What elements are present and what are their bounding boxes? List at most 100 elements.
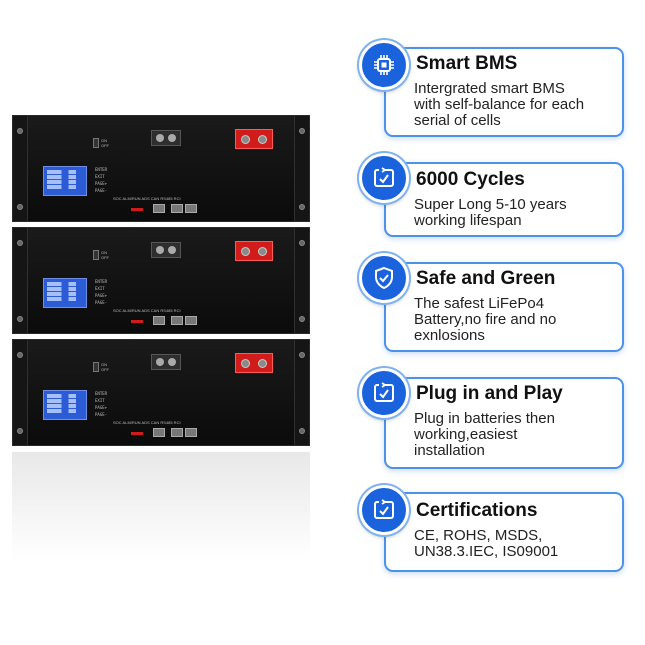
rs485-port-2: [185, 316, 197, 325]
dip-switch: [131, 320, 143, 323]
description-line: serial of cells: [414, 112, 501, 129]
feature-description: CE, ROHS, MSDS, UN38.3.IEC, IS09001: [414, 528, 624, 560]
port-labels: SOC ALM/RUN ADS CAN RS485 RCI: [113, 420, 181, 425]
switch-labels: ON OFF: [101, 250, 109, 260]
feature-card-safe-green: [384, 262, 624, 352]
feature-description: The safest LiFePo4 Battery,no fire and n…: [414, 296, 624, 344]
screw: [17, 204, 23, 210]
description-line: working lifespan: [414, 212, 522, 229]
rs485-port-1: [171, 428, 183, 437]
battery-module: ON OFF ENTER EXIT PAGE+ PAGE- SOC ALM/RU…: [12, 339, 310, 446]
lcd-menu: ENTER EXIT PAGE+ PAGE-: [95, 390, 135, 418]
description-line: Battery,no fire and no: [414, 311, 557, 328]
chip-icon: [359, 40, 409, 90]
rs485-port-1: [171, 204, 183, 213]
switch-labels: ON OFF: [101, 138, 109, 148]
menu-exit: EXIT: [95, 174, 105, 179]
switch-on-label: ON: [101, 250, 107, 255]
description-line: The safest LiFePo4: [414, 295, 545, 312]
battery-module: ON OFF ENTER EXIT PAGE+ PAGE- SOC ALM/RU…: [12, 227, 310, 334]
negative-terminal: [151, 130, 181, 146]
switch-on-label: ON: [101, 138, 107, 143]
comm-ports: [145, 428, 205, 438]
switch-labels: ON OFF: [101, 362, 109, 372]
cycle-icon: [359, 368, 409, 418]
can-port: [153, 316, 165, 325]
power-switch: [93, 250, 99, 260]
dip-switch: [131, 432, 143, 435]
screw: [299, 428, 305, 434]
switch-on-label: ON: [101, 362, 107, 367]
rs485-port-2: [185, 428, 197, 437]
positive-terminal: [235, 241, 273, 261]
menu-page-up: PAGE+: [95, 181, 108, 186]
dip-switch: [131, 208, 143, 211]
description-line: Super Long 5-10 years: [414, 196, 567, 213]
screw: [299, 128, 305, 134]
feature-title: 6000 Cycles: [416, 169, 525, 190]
can-port: [153, 428, 165, 437]
lcd-display: [43, 390, 87, 420]
comm-ports: [145, 204, 205, 214]
menu-page-up: PAGE+: [95, 405, 108, 410]
comm-ports: [145, 316, 205, 326]
feature-card-plug-play: [384, 377, 624, 469]
menu-enter: ENTER: [95, 279, 108, 284]
cycle-icon: [359, 485, 409, 535]
rack-ear-right: [294, 228, 309, 333]
menu-page-down: PAGE-: [95, 188, 108, 193]
port-labels: SOC ALM/RUN ADS CAN RS485 RCI: [113, 196, 181, 201]
port-labels: SOC ALM/RUN ADS CAN RS485 RCI: [113, 308, 181, 313]
menu-exit: EXIT: [95, 286, 105, 291]
lcd-display: [43, 278, 87, 308]
menu-enter: ENTER: [95, 391, 108, 396]
battery-module: ON OFF ENTER EXIT PAGE+ PAGE- SOC ALM/RU…: [12, 115, 310, 222]
rack-ear-left: [13, 116, 28, 221]
lcd-display: [43, 166, 87, 196]
screw: [17, 316, 23, 322]
screw: [17, 240, 23, 246]
rack-ear-right: [294, 340, 309, 445]
feature-description: Intergrated smart BMS with self-balance …: [414, 81, 624, 129]
can-port: [153, 204, 165, 213]
negative-terminal: [151, 242, 181, 258]
switch-off-label: OFF: [101, 367, 109, 372]
menu-page-down: PAGE-: [95, 300, 108, 305]
rs485-port-1: [171, 316, 183, 325]
feature-description: Plug in batteries then working,easiest i…: [414, 411, 624, 459]
menu-exit: EXIT: [95, 398, 105, 403]
description-line: Plug in batteries then: [414, 410, 555, 427]
screw: [299, 352, 305, 358]
description-line: Intergrated smart BMS: [414, 80, 565, 97]
screw: [299, 316, 305, 322]
shield-check-icon: [359, 253, 409, 303]
rack-ear-left: [13, 228, 28, 333]
positive-terminal: [235, 353, 273, 373]
rs485-port-2: [185, 204, 197, 213]
rack-ear-left: [13, 340, 28, 445]
switch-off-label: OFF: [101, 255, 109, 260]
feature-card-smart-bms: [384, 47, 624, 137]
screw: [299, 204, 305, 210]
description-line: exnlosions: [414, 327, 485, 344]
menu-page-down: PAGE-: [95, 412, 108, 417]
rack-ear-right: [294, 116, 309, 221]
menu-page-up: PAGE+: [95, 293, 108, 298]
feature-title: Certifications: [416, 500, 538, 521]
description-line: with self-balance for each: [414, 96, 585, 113]
lcd-menu: ENTER EXIT PAGE+ PAGE-: [95, 166, 135, 194]
screw: [17, 128, 23, 134]
feature-title: Smart BMS: [416, 53, 518, 74]
menu-enter: ENTER: [95, 167, 108, 172]
feature-description: Super Long 5-10 years working lifespan: [414, 197, 624, 229]
feature-card-certifications: [384, 492, 624, 572]
power-switch: [93, 138, 99, 148]
power-switch: [93, 362, 99, 372]
screw: [17, 428, 23, 434]
stack-reflection: [12, 452, 310, 562]
feature-title: Safe and Green: [416, 268, 556, 289]
screw: [299, 240, 305, 246]
description-line: UN38.3.IEC, IS09001: [414, 543, 559, 560]
cycle-icon: [359, 153, 409, 203]
description-line: installation: [414, 442, 485, 459]
